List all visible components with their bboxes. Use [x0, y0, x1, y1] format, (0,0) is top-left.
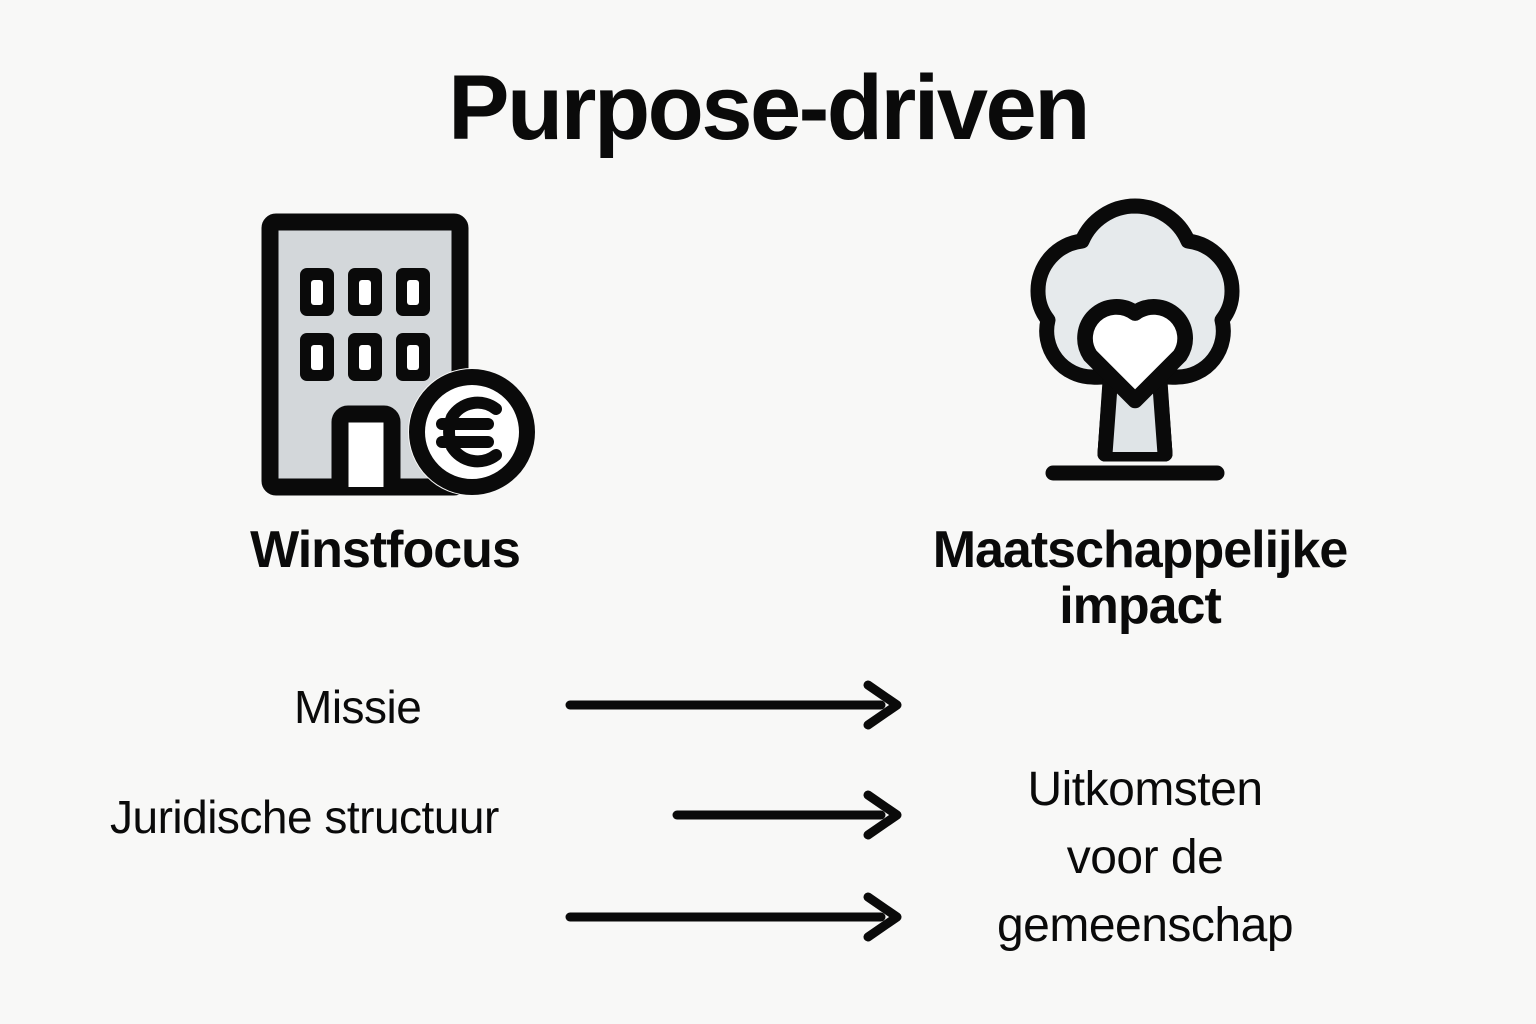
- tree-with-heart-icon: [985, 188, 1285, 498]
- flow-label-juridische-structuur: Juridische structuur: [110, 791, 499, 843]
- outcome-line-1: Uitkomsten: [1027, 763, 1263, 816]
- flow-label-missie: Missie: [294, 681, 422, 733]
- office-building-with-euro-coin-icon: [248, 200, 548, 500]
- right-caption-line-2: impact: [1059, 577, 1222, 636]
- outcome-line-2: voor de: [1066, 831, 1224, 885]
- arrow-right-icon: [565, 890, 905, 944]
- right-caption-line-1: Maatschappelijke: [932, 521, 1349, 579]
- page-title: Purpose-driven: [448, 57, 1090, 159]
- arrow-right-icon: [672, 788, 905, 842]
- right-column-caption: Maatschappelijke impact: [860, 522, 1420, 634]
- arrow-right-icon: [565, 678, 905, 732]
- outcome-line-3: gemeenschap: [996, 899, 1294, 953]
- left-column-caption: Winstfocus: [250, 521, 521, 579]
- outcome-text-block: Uitkomsten voor de gemeenschap: [920, 756, 1370, 960]
